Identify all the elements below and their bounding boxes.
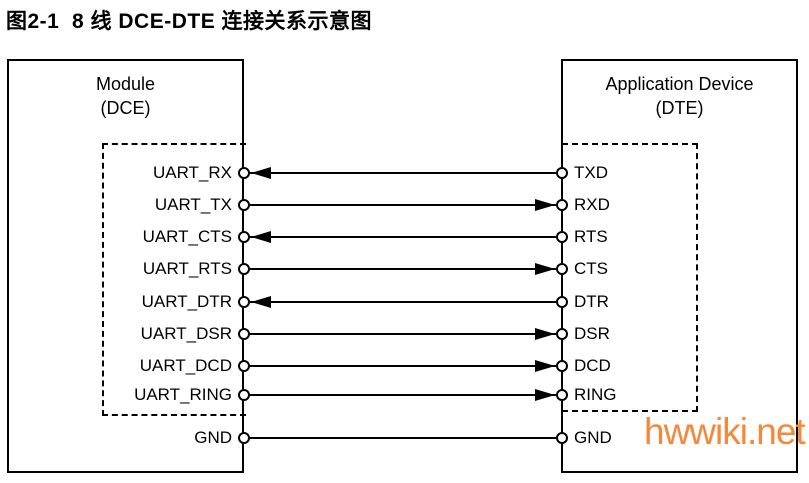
signal-row-dtr-dtr: UART_DTR DTR — [0, 291, 809, 313]
module-pin-connector — [238, 231, 250, 243]
signal-row-ring-ring: UART_RING RING — [0, 384, 809, 406]
module-pin-label: GND — [194, 428, 232, 447]
signal-wire — [246, 301, 562, 303]
signal-row-dcd-dcd: UART_DCD DCD — [0, 355, 809, 377]
module-pin-connector — [238, 389, 250, 401]
device-pin-connector — [556, 263, 568, 275]
device-pin-label: TXD — [574, 163, 608, 182]
module-pin-label: UART_RX — [152, 163, 232, 182]
module-pin-label: UART_TX — [154, 195, 232, 214]
application-device-box-name: Application Device — [605, 74, 754, 94]
module-uart-dashed-group — [102, 143, 246, 416]
module-pin-label: UART_DCD — [139, 356, 232, 375]
signal-wire — [246, 437, 562, 439]
signal-wire — [246, 236, 562, 238]
module-pin-connector — [238, 167, 250, 179]
signal-row-dsr-dsr: UART_DSR DSR — [0, 323, 809, 345]
arrowhead-left-icon — [251, 167, 271, 179]
device-uart-dashed-group — [562, 143, 698, 412]
signal-row-gnd-gnd: GND GND — [0, 427, 809, 449]
module-pin-connector — [238, 328, 250, 340]
signal-wire — [246, 268, 562, 270]
application-device-box: Application Device (DTE) — [561, 59, 798, 473]
module-pin-label: UART_DTR — [141, 292, 232, 311]
signal-wire — [246, 394, 562, 396]
signal-row-rts-cts: UART_RTS CTS — [0, 258, 809, 280]
device-pin-connector — [556, 231, 568, 243]
module-box-name: Module — [95, 74, 156, 94]
signal-row-cts-rts: UART_CTS RTS — [0, 226, 809, 248]
device-pin-label: RING — [574, 385, 617, 404]
signal-wire — [246, 172, 562, 174]
device-pin-label: DSR — [574, 324, 610, 343]
module-box-header: Module (DCE) — [9, 72, 242, 120]
arrowhead-right-icon — [535, 263, 555, 275]
module-pin-connector — [238, 432, 250, 444]
device-pin-label: RXD — [574, 195, 610, 214]
module-pin-connector — [238, 360, 250, 372]
watermark-text: hwwiki.net — [644, 411, 806, 452]
arrowhead-right-icon — [535, 360, 555, 372]
device-pin-connector — [556, 389, 568, 401]
arrowhead-right-icon — [535, 328, 555, 340]
device-pin-connector — [556, 432, 568, 444]
arrowhead-left-icon — [251, 231, 271, 243]
device-pin-label: DCD — [574, 356, 611, 375]
module-pin-label: UART_DSR — [140, 324, 232, 343]
device-pin-connector — [556, 199, 568, 211]
device-pin-label: DTR — [574, 292, 609, 311]
device-pin-label: RTS — [574, 227, 608, 246]
device-pin-connector — [556, 328, 568, 340]
signal-wire — [246, 333, 562, 335]
arrowhead-right-icon — [535, 199, 555, 211]
signal-wire — [246, 365, 562, 367]
device-pin-connector — [556, 167, 568, 179]
device-pin-connector — [556, 360, 568, 372]
signal-wire — [246, 204, 562, 206]
arrowhead-left-icon — [251, 296, 271, 308]
arrowhead-right-icon — [535, 389, 555, 401]
application-device-box-sub: (DTE) — [655, 98, 704, 118]
module-pin-connector — [238, 263, 250, 275]
module-pin-label: UART_RING — [134, 385, 232, 404]
application-device-box-header: Application Device (DTE) — [563, 72, 796, 120]
device-pin-label: CTS — [574, 259, 608, 278]
signal-row-tx-rxd: UART_TX RXD — [0, 194, 809, 216]
signal-row-rx-txd: UART_RX TXD — [0, 162, 809, 184]
figure-title: 图2-1 8 线 DCE-DTE 连接关系示意图 — [6, 10, 373, 33]
module-pin-label: UART_CTS — [142, 227, 232, 246]
module-box: Module (DCE) — [7, 59, 244, 473]
device-pin-connector — [556, 296, 568, 308]
module-pin-label: UART_RTS — [142, 259, 232, 278]
module-pin-connector — [238, 296, 250, 308]
module-pin-connector — [238, 199, 250, 211]
device-pin-label: GND — [574, 428, 612, 447]
module-box-sub: (DCE) — [100, 98, 151, 118]
